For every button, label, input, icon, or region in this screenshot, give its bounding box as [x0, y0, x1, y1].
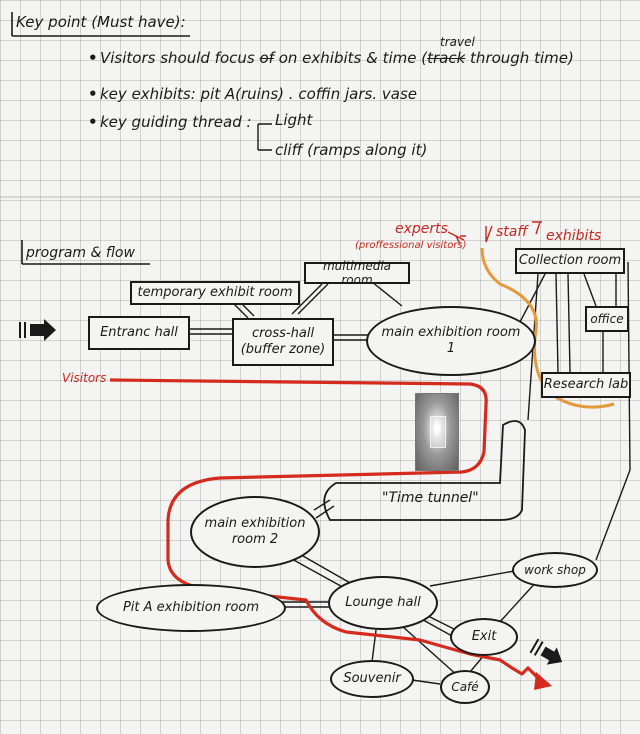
keypoint-bullet-2: •key exhibits: pit A(ruins) . coffin jar… [88, 85, 417, 103]
workshop-label: work shop [524, 562, 586, 577]
keypoint-bracket [11, 12, 190, 37]
keypoint-bullet-1: •Visitors should focus of on exhibits & … [88, 49, 574, 67]
link-collection-office [583, 273, 597, 307]
main-exhibition-2-sub: room 2 [231, 532, 279, 547]
research-lab-label: Research lab [543, 377, 629, 393]
main-exhibition-1-label: main exhibition room [381, 325, 521, 341]
multimedia-room-node: multimedia room [304, 259, 410, 287]
main-exhibition-room-1-node: main exhibition room 1 [366, 306, 536, 376]
link-collection-research [555, 273, 559, 373]
souvenir-node: Souvenir [330, 660, 414, 698]
exit-arrow-icon [529, 638, 563, 665]
entry-arrow-icon [19, 319, 56, 341]
travel-insert: travel [440, 35, 475, 49]
experts-arrow-icon [447, 231, 466, 245]
link-main1-collection [519, 273, 546, 323]
entrance-hall-node: Entranc hall [88, 316, 190, 350]
experts-label: experts [395, 221, 448, 237]
link-tunnel-main2 [313, 499, 331, 511]
temporary-exhibit-label: temporary exhibit room [137, 285, 293, 301]
thread-cliff: cliff (ramps along it) [275, 141, 428, 159]
cafe-label: Café [451, 679, 479, 694]
visitor-path-arrowhead [534, 672, 552, 690]
pit-a-exhibition-node: Pit A exhibition room [96, 584, 286, 632]
lounge-hall-node: Lounge hall [328, 576, 438, 630]
entrance-hall-label: Entranc hall [100, 325, 178, 341]
cross-hall-sub: (buffer zone) [240, 342, 326, 357]
link-lounge-workshop [429, 569, 521, 587]
office-label: office [590, 311, 624, 326]
flow-heading: program & flow [26, 245, 135, 261]
time-tunnel-label: "Time tunnel" [382, 490, 479, 506]
link-souvenir-cafe [411, 679, 441, 685]
link-main2-lounge [289, 557, 349, 591]
main-exhibition-1-number: 1 [446, 341, 456, 356]
keypoint-heading: Key point (Must have): [16, 13, 186, 31]
tunnel-photo [415, 393, 459, 471]
link-workshop-exit [497, 579, 539, 625]
experts-sub: (proffessional visitors) [355, 240, 467, 251]
main-exhibition-2-label: main exhibition [204, 516, 306, 532]
link-multimedia-cross [291, 283, 323, 315]
thread-light: Light [275, 111, 313, 129]
pit-a-exhibition-label: Pit A exhibition room [122, 600, 260, 616]
staff-arrow-icon [485, 225, 493, 243]
staff-path [480, 247, 615, 409]
research-lab-node: Research lab [541, 372, 631, 398]
souvenir-label: Souvenir [343, 671, 401, 687]
collection-room-label: Collection room [518, 253, 622, 269]
workshop-node: work shop [512, 552, 598, 588]
visitors-label: Visitors [62, 371, 107, 385]
lounge-hall-label: Lounge hall [345, 595, 421, 611]
flow-bracket [21, 240, 150, 265]
cross-hall-node: cross-hall (buffer zone) [232, 318, 334, 366]
temporary-exhibit-node: temporary exhibit room [130, 281, 300, 305]
exhibits-label: exhibits [546, 228, 602, 244]
link-lounge-cafe [401, 625, 459, 677]
visitor-path [109, 378, 549, 686]
main-exhibition-room-2-node: main exhibition room 2 [190, 496, 320, 568]
collection-room-node: Collection room [515, 248, 625, 274]
link-multimedia-main1 [371, 281, 403, 307]
multimedia-room-label: multimedia room [322, 258, 392, 287]
staff-label: staff [496, 224, 528, 240]
office-node: office [585, 306, 629, 332]
exhibits-arrow-icon [532, 221, 542, 235]
exit-label: Exit [471, 629, 497, 645]
exit-node: Exit [450, 618, 518, 656]
time-tunnel-outline [323, 420, 526, 521]
keypoint-bullet-3: •key guiding thread : [88, 113, 252, 131]
cross-hall-label: cross-hall [251, 326, 315, 342]
thread-bracket [257, 123, 272, 151]
cafe-node: Café [440, 670, 490, 704]
